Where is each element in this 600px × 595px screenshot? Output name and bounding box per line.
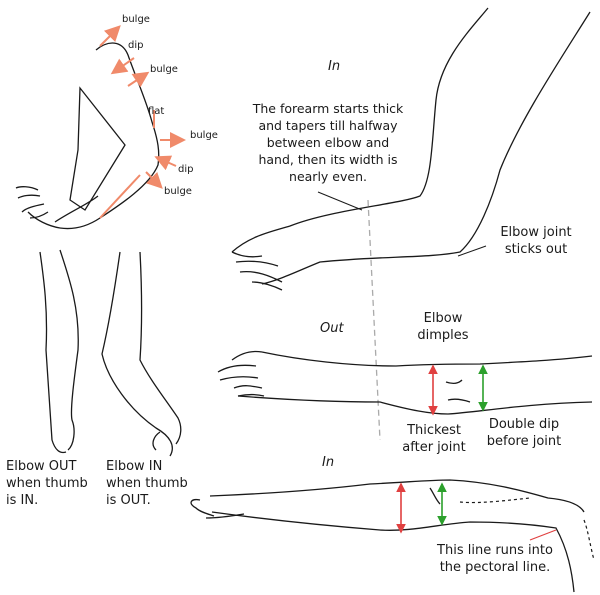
note-elbow-joint-line-2: sticks out: [504, 242, 568, 257]
arm-in-top-drawing: [231, 7, 591, 291]
note-forearm-line-1: The forearm starts thick: [252, 101, 404, 116]
pectoral-dashed-curve: [583, 519, 595, 561]
label-dip-1: dip: [128, 40, 144, 51]
note-elbow-in-line-1: Elbow IN: [106, 459, 163, 474]
note-thickest-line-1: Thickest: [407, 423, 461, 438]
note-forearm: The forearm starts thick and tapers till…: [238, 100, 418, 185]
note-elbow-in: Elbow IN when thumb is OUT.: [106, 458, 188, 509]
label-bulge-2: bulge: [150, 64, 178, 75]
label-bulge-4: bulge: [164, 186, 192, 197]
guide-line: [367, 199, 381, 441]
note-pectoral: This line runs into the pectoral line.: [420, 542, 570, 576]
note-elbow-out-line-3: is IN.: [6, 493, 39, 508]
note-elbow-dimples-line-1: Elbow: [423, 311, 463, 326]
label-bulge-1: bulge: [122, 14, 150, 25]
note-elbow-in-line-2: when thumb: [106, 476, 188, 491]
note-double-dip-line-1: Double dip: [488, 417, 560, 432]
note-pectoral-line-1: This line runs into: [437, 543, 553, 558]
note-elbow-in-line-3: is OUT.: [106, 493, 151, 508]
label-flat: flat: [148, 106, 165, 117]
note-forearm-line-2: and tapers till halfway: [258, 118, 398, 133]
note-double-dip-line-2: before joint: [486, 434, 562, 449]
note-elbow-dimples: Elbow dimples: [408, 310, 478, 344]
note-double-dip: Double dip before joint: [474, 416, 574, 450]
contour-arrows: [99, 25, 186, 219]
label-bulge-3: bulge: [190, 130, 218, 141]
pointer-pectoral: [529, 529, 557, 541]
note-thickest: Thickest after joint: [394, 422, 474, 456]
note-elbow-joint-line-1: Elbow joint: [500, 225, 572, 240]
note-forearm-line-3: between elbow and: [266, 135, 390, 150]
note-forearm-line-4: hand, then its width is: [258, 152, 398, 167]
note-elbow-out: Elbow OUT when thumb is IN.: [6, 458, 88, 509]
arm-out-drawing: [217, 350, 593, 415]
note-elbow-joint: Elbow joint sticks out: [486, 224, 586, 258]
note-pectoral-line-2: the pectoral line.: [439, 560, 551, 575]
note-elbow-dimples-line-2: dimples: [417, 328, 469, 343]
pectoral-dashed-line: [459, 497, 531, 504]
bent-arm-drawing: [15, 42, 160, 230]
pose-label-out: Out: [320, 321, 344, 336]
pointer-elbow-joint: [457, 245, 487, 257]
note-elbow-out-line-2: when thumb: [6, 476, 88, 491]
note-thickest-line-2: after joint: [402, 440, 466, 455]
note-forearm-line-5: nearly even.: [289, 169, 367, 184]
pose-label-in-top: In: [328, 59, 341, 74]
note-elbow-out-line-1: Elbow OUT: [6, 459, 77, 474]
pose-label-in-bottom: In: [322, 455, 335, 470]
standing-arms-drawing: [39, 249, 182, 457]
pointer-forearm: [317, 191, 363, 211]
label-dip-2: dip: [178, 164, 194, 175]
